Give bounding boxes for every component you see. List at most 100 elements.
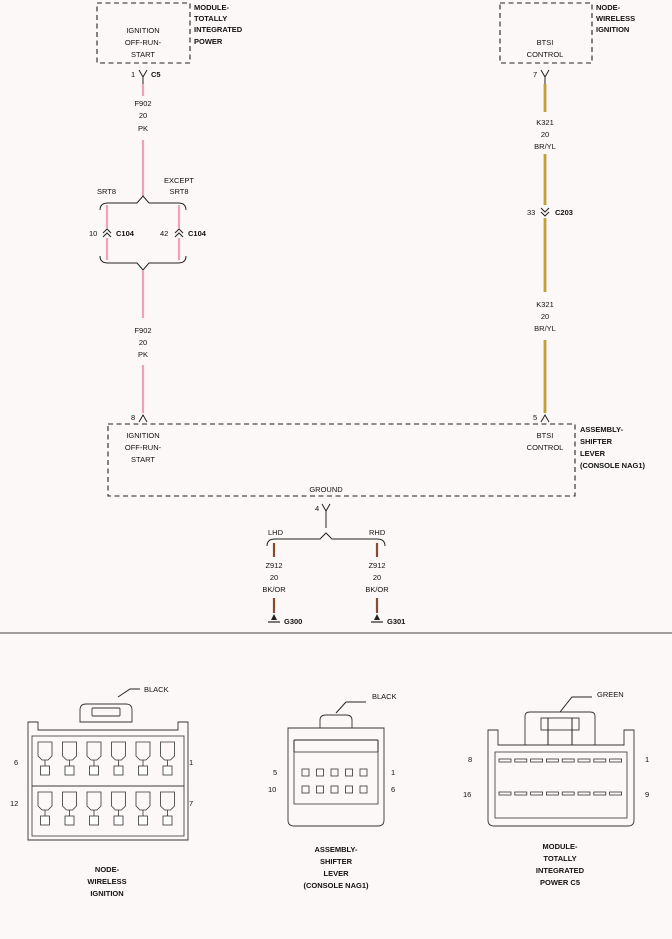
shifter-pin-cavity <box>345 785 353 794</box>
svg-text:INTEGRATED: INTEGRATED <box>194 25 243 34</box>
svg-text:NODE-: NODE- <box>596 3 621 12</box>
svg-text:CONTROL: CONTROL <box>527 443 564 452</box>
shifter-pin-bl: 10 <box>268 785 276 794</box>
wire-k321-lower-label: K321 20 BR/YL <box>534 300 556 333</box>
svg-text:BTSI: BTSI <box>537 431 554 440</box>
tipm-color-leader <box>559 696 592 713</box>
ground-pin-terminal <box>321 503 331 528</box>
tipm-pin-br: 9 <box>645 790 649 799</box>
shifter-pin-cavity <box>359 785 368 794</box>
node-pin-cavity <box>111 741 126 776</box>
assembly-ground-pin: 4 <box>315 504 319 513</box>
c203-label: C203 <box>555 208 573 217</box>
connector-shifter-name: ASSEMBLY- SHIFTER LEVER (CONSOLE NAG1) <box>303 845 369 890</box>
wire-f902-upper-label: F902 20 PK <box>134 99 151 133</box>
node-pin-terminal <box>540 69 550 84</box>
node-pin-cavity <box>86 741 102 776</box>
ground-g300-label: G300 <box>284 617 302 626</box>
assembly-pin8-terminal <box>138 413 148 423</box>
tipm-pin-slot <box>530 758 543 763</box>
assembly-name-label: ASSEMBLY- SHIFTER LEVER (CONSOLE NAG1) <box>580 425 646 470</box>
tipm-connector-label: C5 <box>151 70 161 79</box>
svg-text:OFF-RUN-: OFF-RUN- <box>125 443 162 452</box>
tipm-pin-number: 1 <box>131 70 135 79</box>
module-tipm-circuit-label: IGNITION OFF-RUN- START <box>125 26 162 59</box>
svg-text:TOTALLY: TOTALLY <box>194 14 227 23</box>
svg-text:WIRELESS: WIRELESS <box>596 14 635 23</box>
assembly-right-pin: 5 <box>533 413 537 422</box>
ground-lhd-label: LHD <box>268 528 284 537</box>
connector-node-face: BLACK 6 1 12 7 <box>10 685 193 841</box>
ground-splice-brace <box>266 532 386 547</box>
shifter-pin-cavity <box>301 785 310 794</box>
tipm-pin-terminal <box>138 69 148 84</box>
c203-pin: 33 <box>527 208 535 217</box>
shifter-pin-cavity <box>330 785 339 794</box>
svg-text:LEVER: LEVER <box>580 449 606 458</box>
node-pin-cavity <box>160 791 175 826</box>
assembly-ground-label: GROUND <box>309 485 343 494</box>
svg-text:START: START <box>131 50 155 59</box>
module-node-label: NODE- WIRELESS IGNITION <box>596 3 635 34</box>
svg-text:K321: K321 <box>536 118 554 127</box>
wire-f902-lower-label: F902 20 PK <box>134 326 151 359</box>
svg-text:TOTALLY: TOTALLY <box>543 854 576 863</box>
shifter-pin-cavity <box>359 768 368 777</box>
svg-text:IGNITION: IGNITION <box>90 889 123 898</box>
tipm-pin-slot <box>593 791 607 796</box>
tipm-pin-slot <box>498 791 512 796</box>
node-color-leader <box>117 688 140 698</box>
svg-text:MODULE-: MODULE- <box>543 842 578 851</box>
svg-text:BTSI: BTSI <box>537 38 554 47</box>
tipm-pin-slot <box>546 758 559 763</box>
shifter-pin-tl: 5 <box>273 768 277 777</box>
svg-text:NODE-: NODE- <box>95 865 120 874</box>
svg-text:OFF-RUN-: OFF-RUN- <box>125 38 162 47</box>
splice-brace-top <box>99 195 187 211</box>
node-pin-cavity <box>111 791 126 826</box>
tipm-pin-slot <box>498 758 512 763</box>
ground-g300-icon <box>268 614 280 623</box>
shifter-pin-br: 6 <box>391 785 395 794</box>
node-pin-cavity <box>160 741 175 776</box>
wire-z912-rhd-label: Z912 20 BK/OR <box>365 561 389 594</box>
svg-text:(CONSOLE NAG1): (CONSOLE NAG1) <box>580 461 646 470</box>
assembly-right-circuit-label: BTSI CONTROL <box>527 431 564 452</box>
svg-text:ASSEMBLY-: ASSEMBLY- <box>580 425 624 434</box>
svg-text:20: 20 <box>373 573 381 582</box>
svg-text:ASSEMBLY-: ASSEMBLY- <box>314 845 358 854</box>
tipm-pin-slot <box>514 791 528 796</box>
svg-text:IGNITION: IGNITION <box>596 25 629 34</box>
svg-text:POWER C5: POWER C5 <box>540 878 580 887</box>
node-pin-bl: 12 <box>10 799 18 808</box>
splice-label-srt8: SRT8 <box>97 187 116 196</box>
module-node-circuit-label: BTSI CONTROL <box>527 38 564 59</box>
shifter-color-label: BLACK <box>372 692 397 701</box>
svg-text:20: 20 <box>270 573 278 582</box>
tipm-pin-slot <box>577 758 591 763</box>
svg-text:SHIFTER: SHIFTER <box>320 857 353 866</box>
svg-text:EXCEPT: EXCEPT <box>164 176 194 185</box>
svg-text:20: 20 <box>541 312 549 321</box>
splice-label-except-srt8: EXCEPT SRT8 <box>164 176 194 196</box>
svg-text:START: START <box>131 455 155 464</box>
svg-text:Z912: Z912 <box>265 561 282 570</box>
node-pin-cavity <box>135 791 151 826</box>
node-pin-cavity <box>37 741 53 776</box>
assembly-left-circuit-label: IGNITION OFF-RUN- START <box>125 431 162 464</box>
module-tipm-label: MODULE- TOTALLY INTEGRATED POWER <box>194 3 243 46</box>
connector-tipm-name: MODULE- TOTALLY INTEGRATED POWER C5 <box>536 842 585 887</box>
ground-g301-label: G301 <box>387 617 405 626</box>
assembly-shifter-box <box>107 423 576 497</box>
splice-brace-bottom <box>99 255 187 271</box>
connector-shifter-face: BLACK 5 1 10 6 <box>268 692 397 827</box>
node-pin-cavity <box>86 791 102 826</box>
tipm-color-label: GREEN <box>597 690 624 699</box>
shifter-pin-cavity <box>316 768 324 777</box>
tipm-pin-tr: 1 <box>645 755 649 764</box>
svg-text:IGNITION: IGNITION <box>126 431 159 440</box>
c104-left-terminal <box>102 228 112 238</box>
svg-text:BR/YL: BR/YL <box>534 142 556 151</box>
svg-text:Z912: Z912 <box>368 561 385 570</box>
